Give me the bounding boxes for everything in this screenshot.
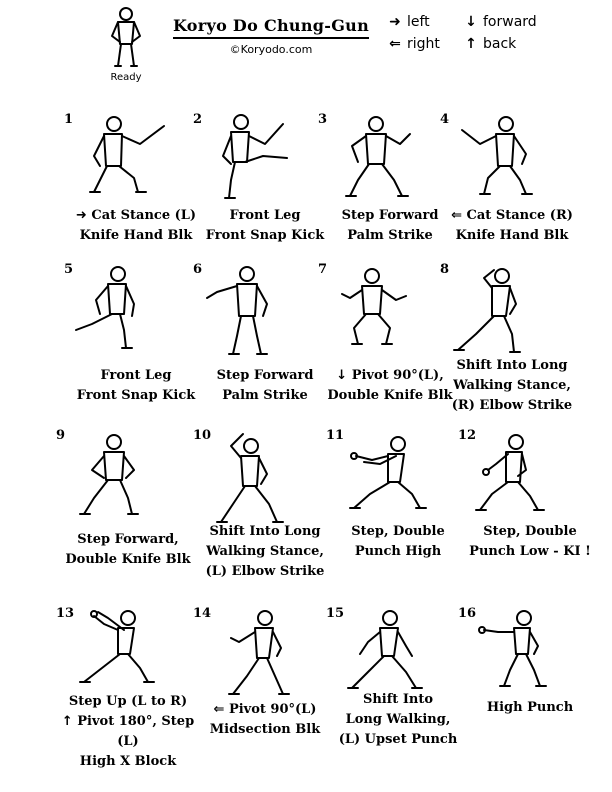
move-number: 6 [193,262,203,277]
legend-label: back [483,36,517,52]
front-snap-kick-figure-icon [222,114,288,199]
move-number: 13 [56,606,75,621]
copyright-text: ©Koryodo.com [229,43,313,56]
palm-strike-figure-icon [206,266,268,355]
high-punch-figure-icon [478,610,547,687]
move-number: 3 [318,112,328,127]
double-punch-high-figure-icon [349,436,427,509]
move-cell-15: 15 Shift Into Long Walking, (L) Upset Pu… [326,606,476,776]
legend-item-left: ➜ left [388,14,430,30]
move-number: 4 [440,112,450,127]
ready-figure-icon [111,7,141,67]
move-caption: ↓ Pivot 90°(L), Double Knife Blk [327,368,453,403]
move-cell-12: 12 Step, Double Punch Low - KI ! [458,428,608,598]
title-block: Koryo Do Chung-Gun ©Koryodo.com [166,16,376,56]
move-caption: Shift Into Long Walking Stance, (L) Elbo… [205,524,325,579]
move-cell-4: 4 ⇐ Cat Stance (R) Knife Hand Blk [440,112,590,282]
move-caption: ⇐ Pivot 90°(L) Midsection Blk [209,702,321,737]
arrow-right-icon: ➜ [389,14,401,30]
move-cell-5: 5 Front Leg Front Snap Kick [64,262,214,432]
arrow-up-icon: ↑ [61,714,73,729]
move-caption: Shift Into Long Walking, (L) Upset Punch [338,692,458,747]
double-knife-block-figure-icon [341,268,407,345]
move-cell-10: 10 Shift Into Long Walking Stance, (L) E… [193,428,343,598]
move-caption: Step Forward, Double Knife Blk [65,532,191,567]
move-number: 14 [193,606,212,621]
front-snap-kick-figure-icon [75,266,135,349]
ready-figure-block: Ready [96,6,156,88]
move-number: 1 [64,112,74,127]
move-cell-11: 11 Step, Double Punch High [326,428,476,598]
elbow-strike-figure-icon [216,433,284,523]
move-caption: Step, Double Punch Low - KI ! [469,524,591,559]
direction-legend: ➜ left ↓ forward ⇐ right ↑ back [388,14,588,58]
move-number: 12 [458,428,477,443]
move-number: 15 [326,606,345,621]
cat-stance-figure-icon [89,116,165,193]
move-number: 5 [64,262,74,277]
move-caption: Step Forward Palm Strike [216,368,314,403]
move-cell-6: 6 Step Forward Palm Strike [193,262,343,432]
legend-label: left [407,14,430,30]
move-cell-3: 3 Step Forward Palm Strike [318,112,468,282]
move-caption: Shift Into Long Walking Stance, (R) Elbo… [451,358,573,413]
double-punch-low-figure-icon [475,434,545,511]
elbow-strike-figure-icon [453,268,521,353]
move-cell-13: 13 Step Up (L to R) ↑ Pivot 180°, Step (… [56,606,206,776]
move-cell-2: 2 Front Leg Front Snap Kick [193,112,343,282]
arrow-down-icon: ↓ [465,14,477,30]
ready-label: Ready [110,72,142,83]
move-number: 7 [318,262,328,277]
move-caption: Step Up (L to R) ↑ Pivot 180°, Step (L) … [61,694,195,769]
move-cell-9: 9 Step Forward, Double Knife Blk [56,428,206,598]
upset-punch-figure-icon [347,610,423,689]
legend-item-forward: ↓ forward [464,14,537,30]
arrow-left-icon: ⇐ [389,36,401,52]
legend-label: right [407,36,440,52]
move-cell-8: 8 Shift Into Long Walking Stance, (R) El… [440,262,590,432]
move-caption: Front Leg Front Snap Kick [76,368,196,403]
move-number: 16 [458,606,477,621]
legend-label: forward [483,14,537,30]
high-x-block-figure-icon [79,610,155,683]
move-caption: ➜ Cat Stance (L) Knife Hand Blk [75,208,197,243]
move-number: 10 [193,428,212,443]
move-cell-1: 1 ➜ Cat Stance (L) Knife Hand Blk [64,112,214,282]
arrow-right-icon: ➜ [75,208,87,223]
move-caption: High Punch [486,700,574,715]
page-title: Koryo Do Chung-Gun [172,16,370,39]
move-number: 9 [56,428,66,443]
midsection-block-figure-icon [228,610,290,695]
legend-item-right: ⇐ right [388,36,440,52]
cat-stance-figure-icon [461,116,533,195]
arrow-up-icon: ↑ [465,36,477,52]
move-cell-7: 7 ↓ Pivot 90°(L), Double Knife Blk [318,262,468,432]
move-number: 2 [193,112,203,127]
move-number: 11 [326,428,345,443]
move-cell-14: 14 ⇐ Pivot 90°(L) Midsection Blk [193,606,343,776]
double-knife-block-figure-icon [79,434,139,515]
move-caption: Front Leg Front Snap Kick [205,208,325,243]
move-caption: Step Forward Palm Strike [341,208,439,243]
move-cell-16: 16 High Punch [458,606,608,776]
move-number: 8 [440,262,450,277]
move-caption: ⇐ Cat Stance (R) Knife Hand Blk [451,208,573,243]
legend-item-back: ↑ back [464,36,516,52]
arrow-left-icon: ⇐ [213,702,225,717]
palm-strike-figure-icon [345,116,411,197]
arrow-down-icon: ↓ [336,368,348,383]
arrow-left-icon: ⇐ [451,208,462,223]
move-caption: Step, Double Punch High [351,524,445,559]
